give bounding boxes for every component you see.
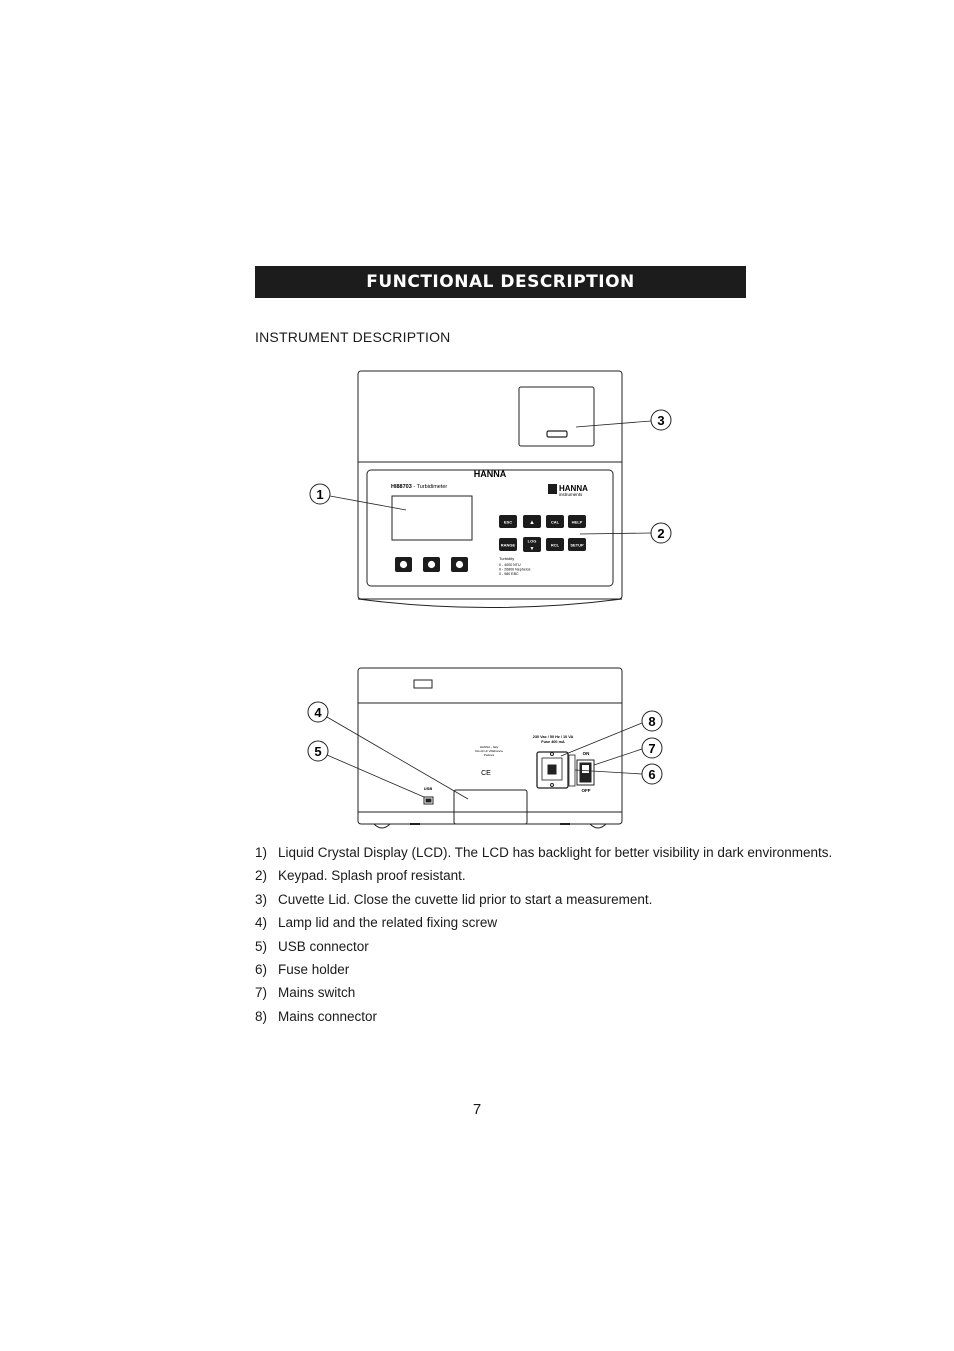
callout-6: 6	[648, 767, 655, 782]
callout-circle-7	[641, 737, 663, 759]
switch-off-label: OFF	[582, 788, 591, 793]
down-key-label: ▼	[530, 546, 535, 552]
section-title: FUNCTIONAL DESCRIPTION	[255, 266, 746, 298]
back-view-labels: USB 230 Vac / 50 Hz / 10 VA Fuse 400 mA …	[314, 705, 655, 793]
callout-circle-3	[650, 409, 672, 431]
rcl-key-label: RCL	[551, 543, 560, 548]
front-panel	[366, 469, 614, 587]
switch-on-label: ON	[583, 751, 590, 756]
setup-key[interactable]	[568, 538, 586, 551]
callout-8: 8	[648, 714, 655, 729]
help-key-label: HELP	[572, 520, 583, 525]
list-item: 2)Keypad. Splash proof resistant.	[255, 868, 466, 884]
front-view-labels: HANNA HI88703 - Turbidimeter HANNA instr…	[316, 413, 664, 576]
list-item: 3)Cuvette Lid. Close the cuvette lid pri…	[255, 891, 653, 907]
callout-4: 4	[314, 705, 322, 720]
esc-key[interactable]	[499, 515, 517, 528]
esc-key-label: ESC	[504, 520, 512, 525]
keypad	[499, 515, 586, 552]
callout-2: 2	[657, 526, 664, 541]
power-rating: 230 Vac / 50 Hz / 10 VA	[533, 735, 574, 739]
maker-line-2: Ronchi di Villafranca	[475, 749, 503, 753]
usb-port[interactable]	[423, 796, 434, 805]
list-item: 1)Liquid Crystal Display (LCD). The LCD …	[255, 845, 833, 860]
brand-right-sub: instruments	[559, 492, 583, 497]
top-tab	[413, 679, 433, 689]
lamp-lid	[453, 789, 528, 825]
callout-circle-5	[307, 740, 329, 762]
range-line-1: 0 - 4000 NTU	[499, 563, 521, 567]
list-item: 5)USB connector	[255, 938, 369, 954]
cuvette-lid	[518, 386, 595, 447]
callout-3: 3	[657, 413, 664, 428]
brand-right: HANNA	[559, 484, 588, 493]
hanna-logo-mark	[548, 484, 557, 494]
ce-mark: CE	[481, 770, 491, 777]
setup-key-label: SETUP	[570, 543, 584, 548]
log-key-label: LOG	[528, 539, 537, 544]
list-item: 8)Mains connector	[255, 1008, 378, 1024]
fuse-rating: Fuse 400 mA	[541, 740, 565, 744]
rcl-key[interactable]	[546, 538, 564, 551]
cal-key[interactable]	[546, 515, 564, 528]
component-list: 1)Liquid Crystal Display (LCD). The LCD …	[255, 844, 832, 1031]
up-key[interactable]	[523, 515, 541, 528]
callout-circle-8	[641, 710, 663, 732]
list-item: 4)Lamp lid and the related fixing screw	[255, 915, 498, 931]
ranges-title: Turbidity	[499, 556, 514, 561]
callout-circle-1	[309, 483, 331, 505]
maker-line-1: HANNA - Italy	[480, 745, 499, 749]
up-key-label: ▲	[529, 520, 535, 526]
cal-key-label: CAL	[551, 520, 560, 525]
range-line-3: 0 - 980 EBC	[499, 572, 519, 576]
usb-label: USB	[424, 786, 433, 791]
log-key[interactable]	[523, 537, 541, 552]
fuse-holder[interactable]	[568, 754, 576, 787]
model-label: HI88703 - Turbidimeter	[391, 484, 447, 490]
mains-connector[interactable]	[536, 751, 569, 789]
help-key[interactable]	[568, 515, 586, 528]
callout-5: 5	[314, 744, 321, 759]
mains-switch[interactable]	[576, 759, 595, 786]
lcd-display	[391, 495, 473, 541]
range-line-2: 0 - 26800 Nephelos	[499, 568, 531, 572]
subsection-title: INSTRUMENT DESCRIPTION	[255, 329, 451, 345]
callout-circle-4	[307, 701, 329, 723]
range-key[interactable]	[499, 538, 517, 551]
callout-7: 7	[648, 741, 655, 756]
maker-line-3: Padova	[484, 753, 495, 757]
page-number: 7	[472, 1101, 482, 1118]
cuvette-lid-handle	[546, 430, 568, 438]
front-view-figure	[309, 370, 672, 608]
range-key-label: RANGE	[501, 543, 516, 548]
back-view-figure	[307, 667, 663, 829]
front-housing	[357, 370, 623, 600]
function-buttons	[395, 557, 468, 572]
list-item: 6)Fuse holder	[255, 961, 350, 977]
list-item: 7)Mains switch	[255, 985, 356, 1001]
front-brand: HANNA	[474, 469, 507, 479]
callout-1: 1	[316, 487, 323, 502]
